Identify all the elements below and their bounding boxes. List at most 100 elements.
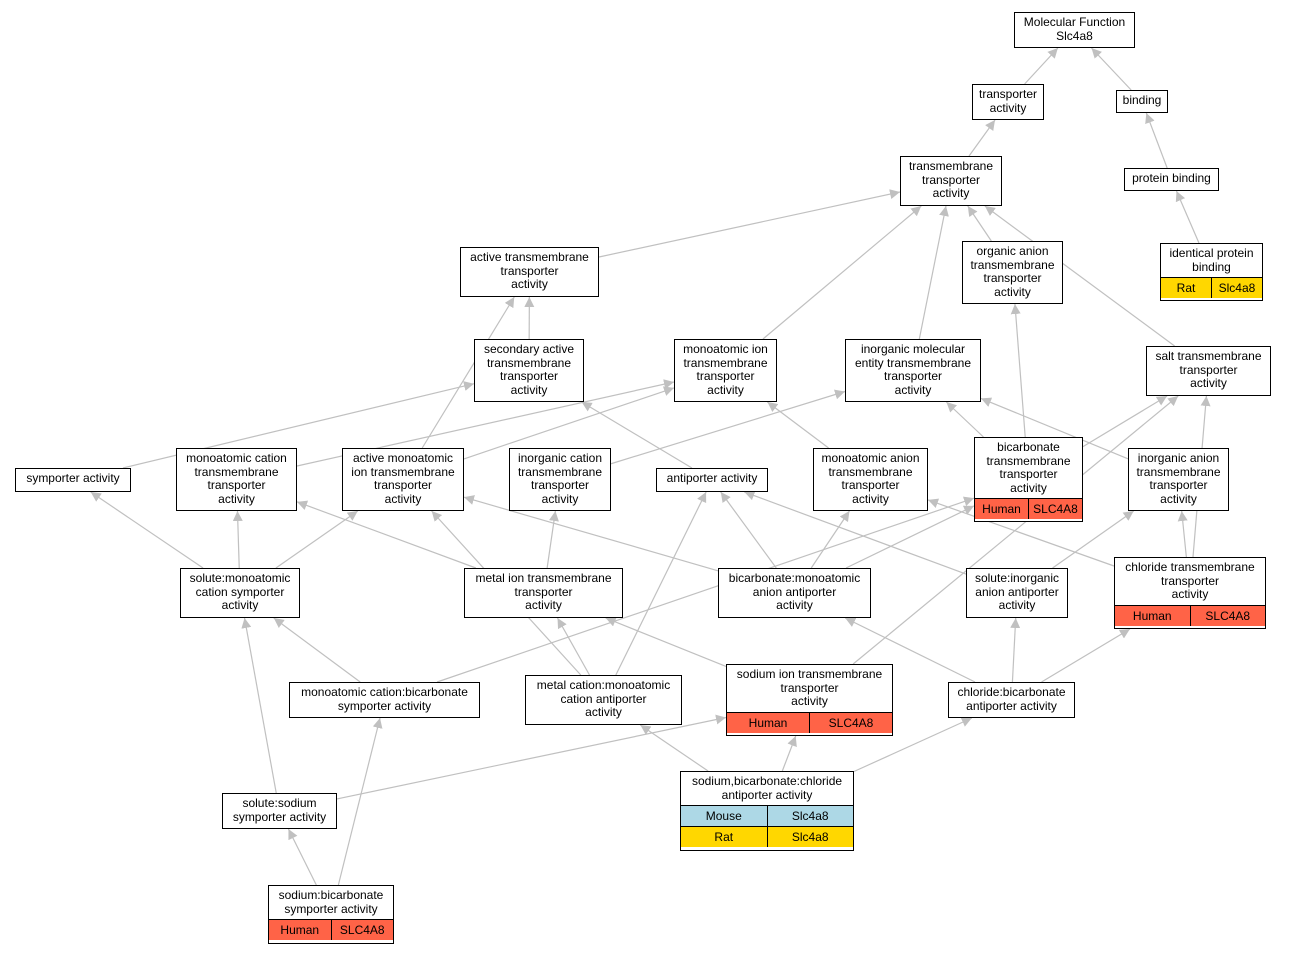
edge-arrow — [421, 296, 515, 449]
node-label: Molecular Function Slc4a8 — [1023, 15, 1126, 43]
edge-arrow — [968, 119, 996, 157]
node-secondary-active-transmembrane-transporter-activity[interactable]: secondary active transmembrane transport… — [474, 339, 584, 402]
node-label: binding — [1122, 93, 1162, 107]
node-label: solute:inorganic anion antiporter activi… — [974, 571, 1060, 612]
annotation-row: Rat Slc4a8 — [1161, 277, 1262, 298]
node-label: sodium,bicarbonate:chloride antiporter a… — [691, 774, 843, 802]
node-active-monoatomic-ion-transmembrane-transporter-activity[interactable]: active monoatomic ion transmembrane tran… — [342, 448, 464, 511]
edge-arrow — [1010, 303, 1026, 438]
annotation-row: Human SLC4A8 — [727, 711, 892, 733]
node-inorganic-anion-transmembrane-transporter-activity[interactable]: inorganic anion transmembrane transporte… — [1128, 448, 1229, 511]
node-label: identical protein binding — [1169, 246, 1254, 274]
node-bicarbonate-transmembrane-transporter-activity[interactable]: bicarbonate transmembrane transporter ac… — [974, 437, 1083, 522]
node-transmembrane-transporter-activity[interactable]: transmembrane transporter activity — [900, 156, 1002, 206]
edge-arrow — [845, 505, 975, 569]
node-inorganic-molecular-entity-transmembrane-transporter-activity[interactable]: inorganic molecular entity transmembrane… — [845, 339, 981, 402]
edge-arrow — [767, 401, 829, 449]
node-transporter-activity[interactable]: transporter activity — [972, 84, 1044, 120]
edge-arrow — [463, 386, 675, 460]
node-label: symporter activity — [26, 471, 120, 485]
species-cell: Human — [727, 712, 809, 733]
edge-arrow — [610, 389, 846, 465]
node-label: transporter activity — [978, 87, 1038, 115]
edge-arrow — [1175, 190, 1200, 244]
edge-arrow — [762, 205, 922, 340]
node-metal-cation-monoatomic-cation-antiporter-activity[interactable]: metal cation:monoatomic cation antiporte… — [525, 675, 682, 725]
node-solute-inorganic-anion-antiporter-activity[interactable]: solute:inorganic anion antiporter activi… — [966, 568, 1068, 618]
node-chloride-bicarbonate-antiporter-activity[interactable]: chloride:bicarbonate antiporter activity — [948, 682, 1075, 718]
edge-arrow — [232, 510, 243, 569]
node-label: inorganic cation transmembrane transport… — [517, 451, 603, 506]
edge-arrow — [1145, 112, 1168, 169]
node-binding[interactable]: binding — [1116, 90, 1168, 113]
node-solute-sodium-symporter-activity[interactable]: solute:sodium symporter activity — [222, 793, 337, 829]
edge-arrow — [810, 510, 850, 569]
node-inorganic-cation-transmembrane-transporter-activity[interactable]: inorganic cation transmembrane transport… — [509, 448, 611, 511]
edge-arrow — [546, 510, 559, 569]
node-solute-monoatomic-cation-symporter-activity[interactable]: solute:monoatomic cation symporter activ… — [180, 568, 300, 618]
edge-arrow — [984, 205, 1175, 347]
node-label: chloride:bicarbonate antiporter activity — [957, 685, 1066, 713]
edge-arrow — [336, 714, 727, 800]
node-label: monoatomic ion transmembrane transporter… — [683, 342, 768, 397]
edge-arrow — [90, 491, 204, 569]
edge-arrow — [273, 617, 361, 683]
node-label: monoatomic anion transmembrane transport… — [821, 451, 920, 506]
edge-arrow — [853, 717, 973, 773]
node-monoatomic-anion-transmembrane-transporter-activity[interactable]: monoatomic anion transmembrane transport… — [813, 448, 928, 511]
species-cell: Mouse — [681, 806, 767, 826]
edge-arrow — [598, 189, 901, 258]
edge-arrow — [556, 617, 591, 676]
edge-arrow — [781, 735, 797, 772]
node-sodium-bicarbonate-symporter-activity[interactable]: sodium:bicarbonate symporter activity Hu… — [268, 885, 394, 944]
node-label: chloride transmembrane transporter activ… — [1125, 560, 1255, 601]
edge-arrow — [275, 510, 359, 569]
edge-arrow — [639, 724, 709, 772]
node-protein-binding[interactable]: protein binding — [1124, 168, 1219, 191]
node-molecular-function[interactable]: Molecular Function Slc4a8 — [1014, 12, 1135, 48]
node-label: inorganic molecular entity transmembrane… — [854, 342, 972, 397]
node-monoatomic-cation-bicarbonate-symporter-activity[interactable]: monoatomic cation:bicarbonate symporter … — [289, 682, 480, 718]
node-sodium-bicarbonate-chloride-antiporter-activity[interactable]: sodium,bicarbonate:chloride antiporter a… — [680, 771, 854, 851]
edge-arrow — [1177, 510, 1188, 558]
node-identical-protein-binding[interactable]: identical protein binding Rat Slc4a8 — [1160, 243, 1263, 301]
annotation-row: Human SLC4A8 — [269, 919, 393, 940]
node-label: organic anion transmembrane transporter … — [970, 244, 1055, 299]
node-label: solute:monoatomic cation symporter activ… — [189, 571, 291, 612]
node-monoatomic-cation-transmembrane-transporter-activity[interactable]: monoatomic cation transmembrane transpor… — [176, 448, 297, 511]
annotation-row: Rat Slc4a8 — [681, 826, 853, 847]
edge-arrow — [337, 717, 383, 886]
node-antiporter-activity[interactable]: antiporter activity — [656, 468, 768, 492]
species-cell: Rat — [1161, 278, 1211, 298]
node-label: active transmembrane transporter activit… — [470, 250, 589, 291]
species-cell: Human — [269, 920, 331, 940]
node-label: inorganic anion transmembrane transporte… — [1136, 451, 1221, 506]
edge-arrow — [918, 205, 949, 340]
node-label: monoatomic cation:bicarbonate symporter … — [301, 685, 468, 713]
species-cell: Human — [1115, 605, 1190, 626]
gene-cell: SLC4A8 — [809, 712, 892, 733]
edge-arrow — [720, 491, 777, 569]
edge-arrow — [1082, 395, 1168, 448]
edge-arrow — [844, 617, 976, 683]
node-label: metal ion transmembrane transporter acti… — [475, 571, 612, 612]
node-metal-ion-transmembrane-transporter-activity[interactable]: metal ion transmembrane transporter acti… — [464, 568, 623, 618]
node-label: bicarbonate transmembrane transporter ac… — [986, 440, 1071, 495]
node-symporter-activity[interactable]: symporter activity — [15, 468, 131, 492]
node-label: sodium:bicarbonate symporter activity — [278, 888, 384, 916]
node-organic-anion-transmembrane-transporter-activity[interactable]: organic anion transmembrane transporter … — [962, 241, 1063, 304]
node-monoatomic-ion-transmembrane-transporter-activity[interactable]: monoatomic ion transmembrane transporter… — [674, 339, 777, 402]
gene-cell: SLC4A8 — [1189, 605, 1265, 626]
annotation-row: Human SLC4A8 — [975, 498, 1082, 519]
node-active-transmembrane-transporter-activity[interactable]: active transmembrane transporter activit… — [460, 247, 599, 297]
edge-arrow — [436, 496, 975, 683]
node-salt-transmembrane-transporter-activity[interactable]: salt transmembrane transporter activity — [1146, 346, 1271, 396]
node-bicarbonate-monoatomic-anion-antiporter-activity[interactable]: bicarbonate:monoatomic anion antiporter … — [718, 568, 871, 618]
edge-arrow — [241, 617, 277, 794]
edge-arrow — [605, 617, 727, 667]
node-label: protein binding — [1132, 171, 1211, 185]
node-sodium-ion-transmembrane-transporter-activity[interactable]: sodium ion transmembrane transporter act… — [726, 664, 893, 736]
node-chloride-transmembrane-transporter-activity[interactable]: chloride transmembrane transporter activ… — [1114, 557, 1266, 629]
node-label: salt transmembrane transporter activity — [1155, 349, 1262, 390]
